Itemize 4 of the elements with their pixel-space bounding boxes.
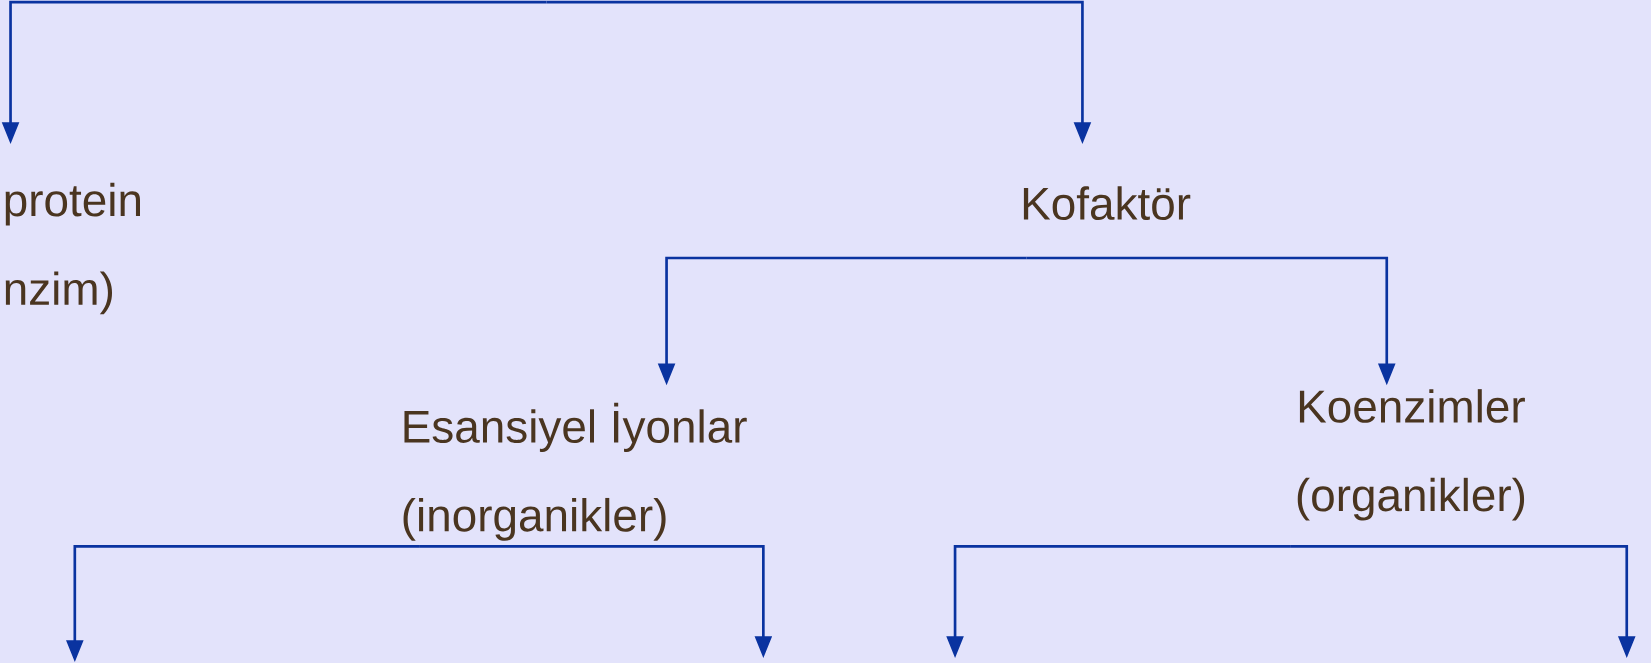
- category-label: Koenzimler (organikler): [1297, 389, 1525, 521]
- category-label: Kofaktör: [1023, 186, 1191, 220]
- category-label: protein nzim): [5, 182, 140, 315]
- category-label: Esansiyel İyonlar (inorganikler): [403, 402, 747, 541]
